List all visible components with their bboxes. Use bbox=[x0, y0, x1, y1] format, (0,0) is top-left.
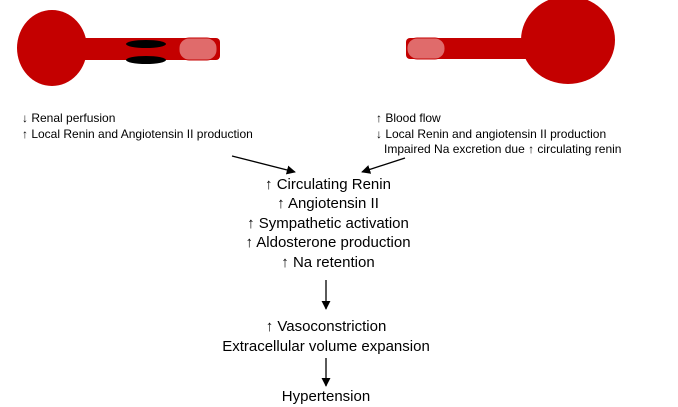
arrow-right-to-center bbox=[361, 157, 406, 174]
effect-angiotensin-ii: ↑ Angiotensin II bbox=[277, 195, 379, 212]
left-label-1: ↓ Renal perfusion bbox=[22, 111, 116, 125]
effect-extracellular-volume-expansion: Extracellular volume expansion bbox=[222, 338, 430, 355]
right-kidney-normal bbox=[406, 0, 615, 84]
effect-aldosterone-production: ↑ Aldosterone production bbox=[245, 234, 411, 251]
right-artery-tip bbox=[406, 37, 446, 60]
left-kidney-shape bbox=[17, 10, 87, 86]
effect-vasoconstriction: ↑ Vasoconstriction bbox=[265, 318, 387, 335]
arrow-left-to-center bbox=[231, 155, 296, 175]
left-stenosis-lower bbox=[126, 56, 166, 64]
right-label-2: ↓ Local Renin and angiotensin II product… bbox=[376, 127, 607, 141]
right-kidney-shape bbox=[521, 0, 615, 84]
left-artery-tip bbox=[178, 37, 218, 61]
effect-sympathetic-activation: ↑ Sympathetic activation bbox=[247, 215, 409, 232]
left-kidney-stenosed bbox=[17, 10, 220, 86]
effect-circulating-renin: ↑ Circulating Renin bbox=[265, 176, 391, 193]
effect-na-retention: ↑ Na retention bbox=[281, 254, 375, 271]
left-stenosis-upper bbox=[126, 40, 166, 48]
right-label-1: ↑ Blood flow bbox=[376, 111, 441, 125]
left-label-2: ↑ Local Renin and Angiotensin II product… bbox=[22, 127, 253, 141]
right-label-3: Impaired Na excretion due ↑ circulating … bbox=[384, 142, 622, 156]
outcome-hypertension: Hypertension bbox=[281, 388, 371, 405]
